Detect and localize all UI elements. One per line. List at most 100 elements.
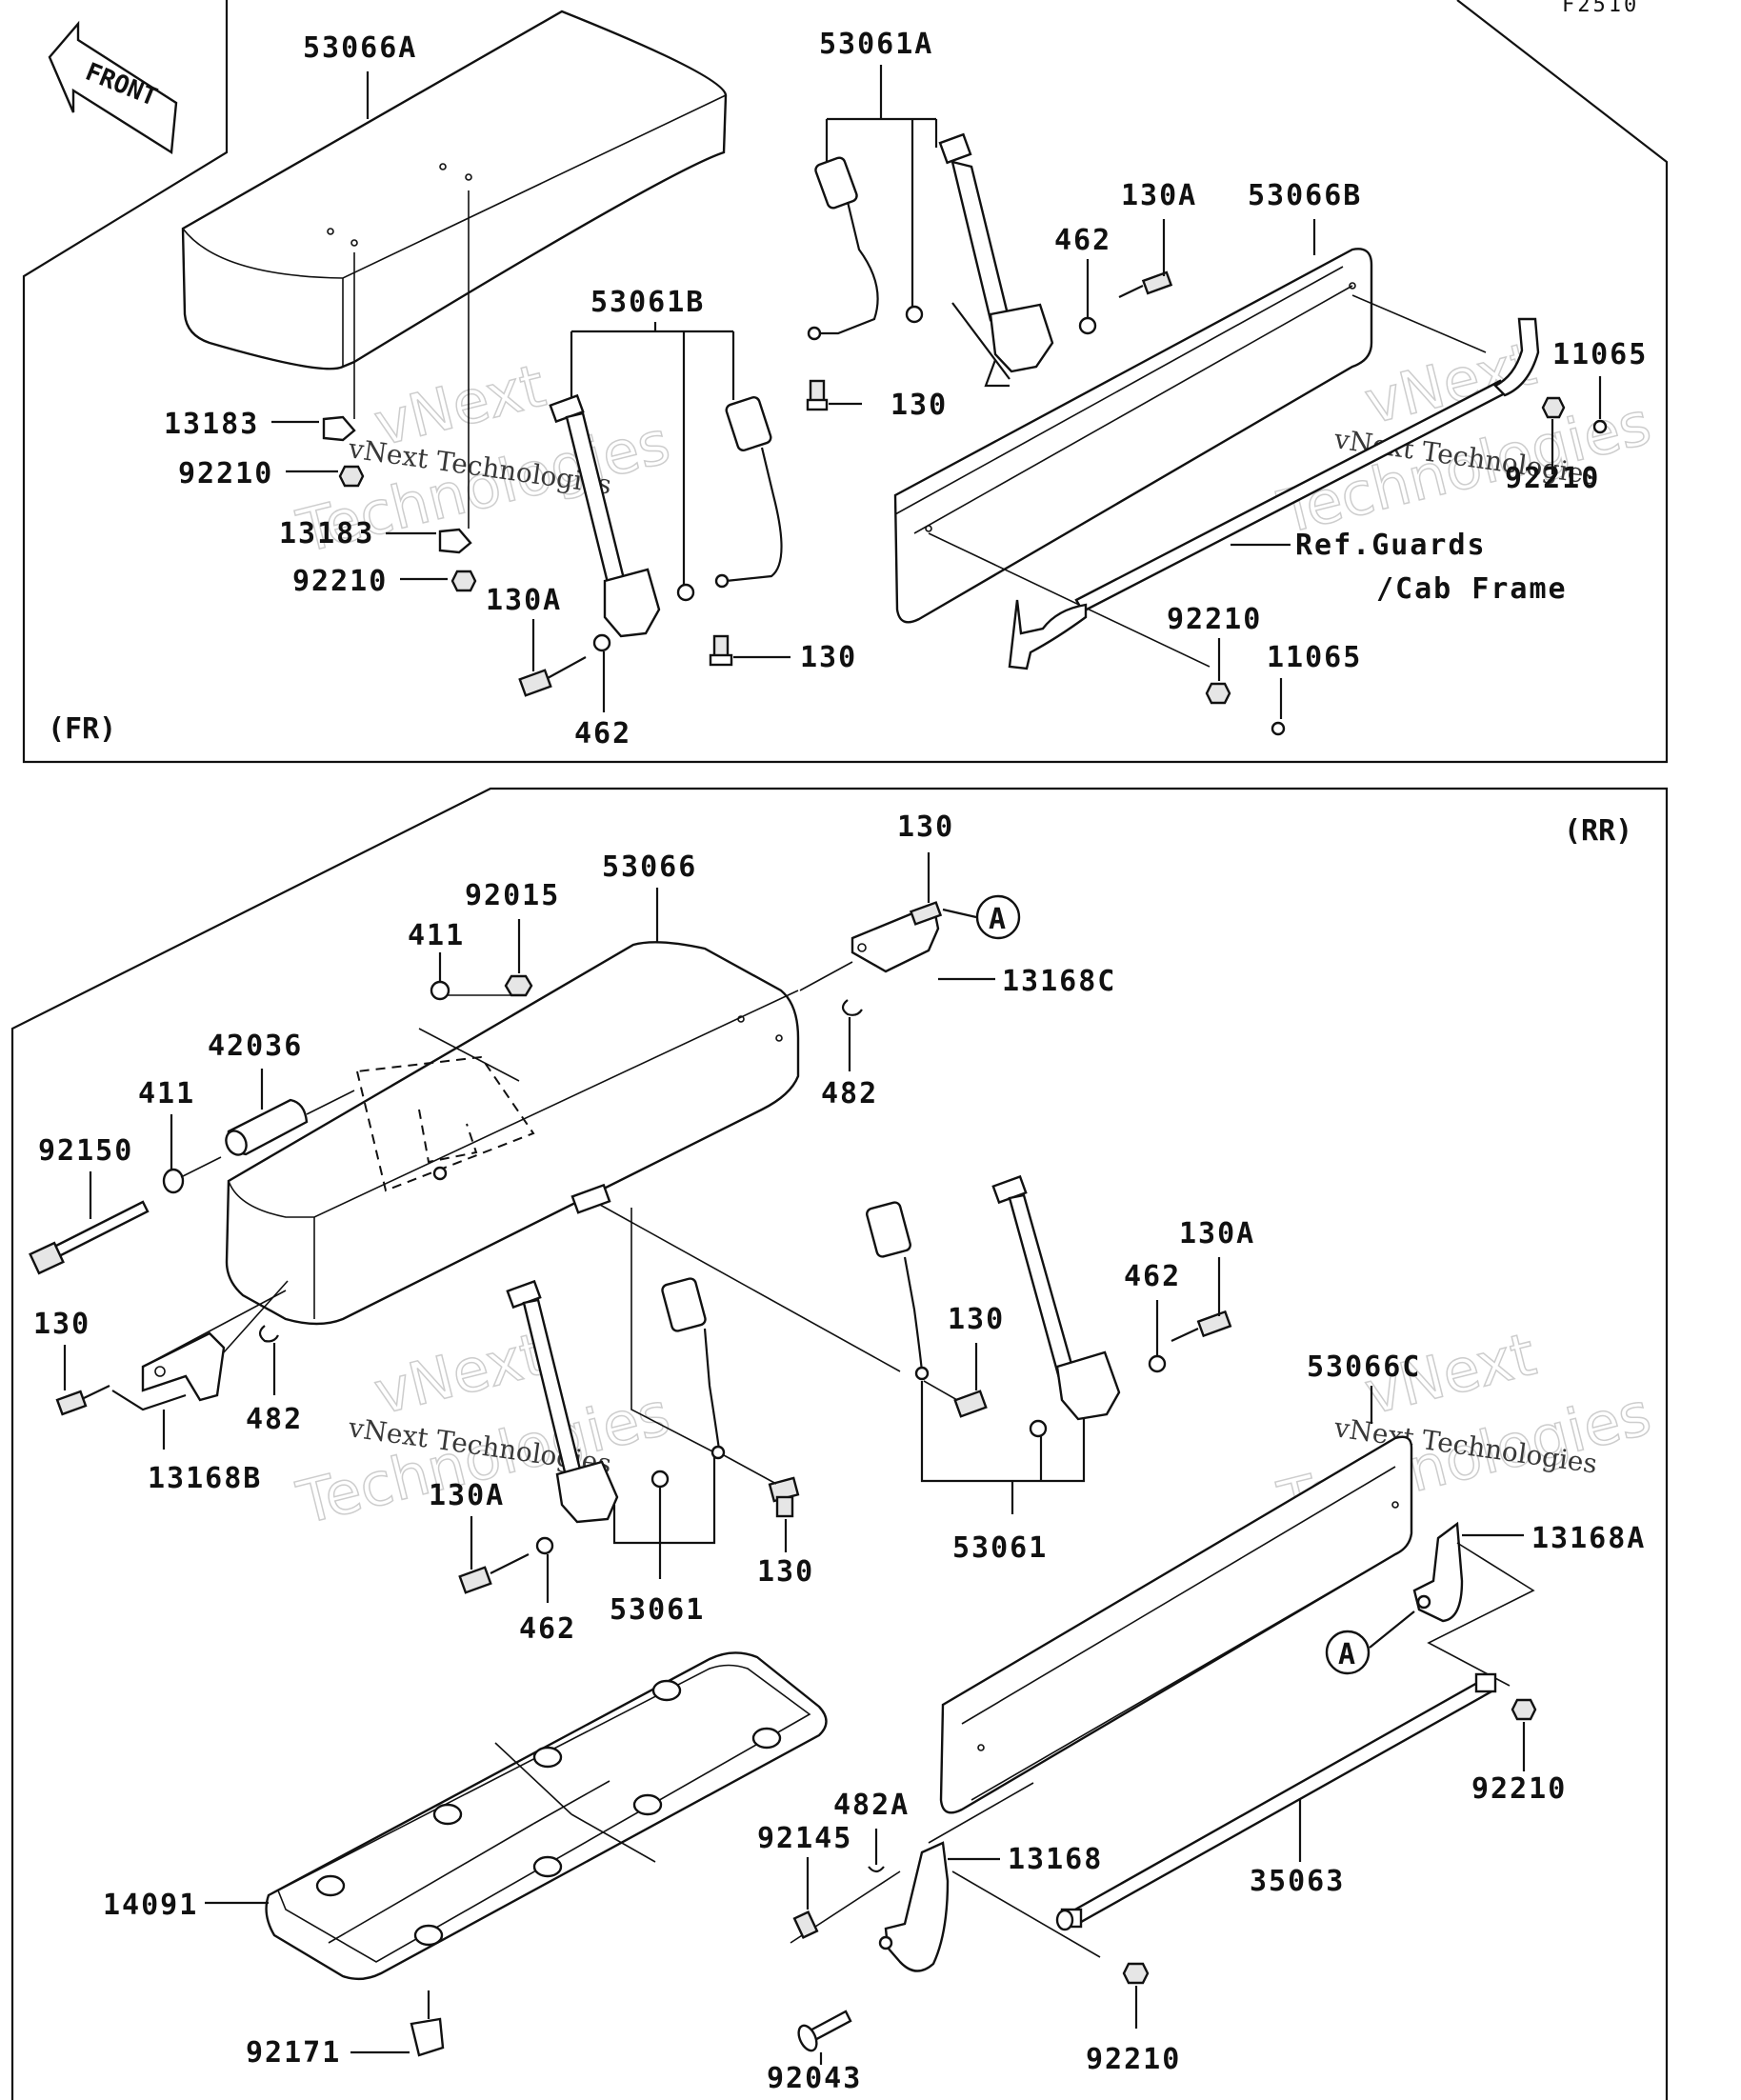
- label-130-rr-a: 130: [897, 810, 954, 844]
- label-14091: 14091: [103, 1889, 198, 1922]
- label-53066: 53066: [602, 850, 697, 884]
- label-92210-fr-b: 92210: [292, 565, 388, 598]
- label-130A-rr-b: 130A: [429, 1479, 505, 1512]
- bolt-130-fr-b: [709, 634, 733, 667]
- label-53061-rr-a: 53061: [610, 1593, 705, 1627]
- guard-rail-ref: [1008, 317, 1540, 670]
- label-462-rr-b: 462: [519, 1612, 576, 1646]
- seat-belt-buckle-53061A: [807, 156, 879, 341]
- label-92210-fr-a: 92210: [178, 457, 273, 490]
- bolt-92150: [29, 1200, 150, 1275]
- rr-section-frame: [10, 787, 1669, 2100]
- label-462-rr-a: 462: [1124, 1260, 1181, 1293]
- nut-92210-fr-c: [1541, 396, 1566, 419]
- label-92210-fr-d: 92210: [1167, 603, 1262, 636]
- clamp-13183-fr-b: [438, 528, 472, 554]
- label-11065-fr-b: 11065: [1267, 641, 1362, 674]
- diagram-code: F2510: [1562, 0, 1639, 17]
- label-130A-rr-a: 130A: [1179, 1217, 1255, 1250]
- floor-mat-14091: [265, 1651, 828, 1981]
- clip-482-rr-b: [258, 1325, 279, 1343]
- nut-92210-fr-a: [338, 465, 365, 488]
- seat-belt-retractor-53061B: [549, 393, 695, 638]
- ref-note-line1: Ref.Guards: [1295, 529, 1487, 562]
- label-92210-rr-a: 92210: [1471, 1772, 1567, 1806]
- label-53061A: 53061A: [819, 28, 933, 61]
- label-92150: 92150: [38, 1134, 133, 1168]
- seat-belt-retractor-53061-rr-b: [991, 1174, 1121, 1421]
- seat-belt-retractor-53061A: [905, 132, 1054, 373]
- label-130-fr-a: 130: [891, 389, 948, 422]
- collar-42036: [225, 1098, 309, 1156]
- washer-462-fr-a: [1078, 316, 1097, 335]
- clip-482A: [868, 1866, 885, 1873]
- nut-92210-rr-b: [1122, 1962, 1150, 1985]
- label-482A: 482A: [833, 1789, 910, 1822]
- label-92015: 92015: [465, 879, 560, 912]
- nut-92015: [504, 974, 533, 997]
- nut-92210-rr-a: [1511, 1698, 1537, 1721]
- label-13168B: 13168B: [148, 1462, 262, 1495]
- callout-a-upper: A: [975, 894, 1021, 940]
- bar-35063: [1055, 1672, 1497, 1931]
- label-53066B: 53066B: [1248, 179, 1362, 212]
- label-13168: 13168: [1008, 1843, 1103, 1876]
- seat-cushion-53066A: [181, 10, 728, 370]
- label-35063: 35063: [1250, 1865, 1345, 1898]
- label-482-rr-b: 482: [246, 1403, 303, 1436]
- seat-belt-buckle-53061-rr-b: [866, 1201, 930, 1381]
- bolt-130A-fr-b: [518, 656, 587, 697]
- screw-92145: [792, 1910, 819, 1939]
- label-92145: 92145: [757, 1822, 852, 1855]
- bracket-13168B: [141, 1331, 226, 1402]
- fr-section: 53066A 53061A 130 462: [48, 10, 1648, 750]
- bolt-130-fr-a: [806, 379, 829, 411]
- label-11065-fr-a: 11065: [1552, 338, 1648, 371]
- label-13168C: 13168C: [1002, 965, 1116, 998]
- nut-92210-fr-b: [450, 570, 477, 592]
- bracket-13168A: [1412, 1521, 1464, 1623]
- seat-belt-buckle-53061-rr-a: [661, 1277, 726, 1460]
- washer-411-rr-a: [430, 980, 450, 1001]
- bolt-130A-rr-a: [1171, 1310, 1232, 1342]
- bolt-130A-rr-b: [458, 1553, 530, 1594]
- bolt-92043: [797, 2010, 852, 2052]
- label-130-rr-b: 130: [33, 1308, 90, 1341]
- seat-back-53066C: [939, 1435, 1413, 1814]
- fr-section-frame: [22, 0, 1669, 764]
- label-130-rr-d: 130: [948, 1303, 1005, 1336]
- clip-482-rr-a: [841, 999, 863, 1016]
- washer-462-fr-b: [592, 633, 611, 652]
- bolt-130-rr-d: [953, 1390, 988, 1418]
- label-92171: 92171: [246, 2036, 341, 2070]
- washer-462-rr-b: [535, 1536, 554, 1555]
- clip-92171: [410, 2017, 445, 2057]
- section-label-fr: (FR): [48, 712, 116, 746]
- label-92210-fr-c: 92210: [1505, 462, 1600, 495]
- seat-cushion-53066: [225, 941, 800, 1326]
- label-462-fr-b: 462: [574, 717, 631, 750]
- nut-92210-fr-d: [1205, 682, 1231, 705]
- seat-back-53066B: [893, 248, 1373, 624]
- clamp-13183-fr-a: [322, 415, 356, 442]
- callout-a-label: A: [1338, 1638, 1356, 1671]
- seat-belt-retractor-53061-rr-a: [506, 1279, 619, 1524]
- label-13183-fr-a: 13183: [164, 408, 259, 441]
- rr-section: (RR) 53066 411 92015 42036: [29, 810, 1646, 2095]
- callout-a-label: A: [989, 903, 1007, 936]
- label-130-fr-b: 130: [800, 641, 857, 674]
- label-130-rr-c: 130: [757, 1555, 814, 1589]
- section-label-rr: (RR): [1564, 814, 1632, 848]
- label-13168A: 13168A: [1531, 1522, 1646, 1555]
- bolt-130A-fr-a: [1118, 270, 1173, 298]
- label-462-fr-a: 462: [1054, 224, 1111, 257]
- label-92210-rr-b: 92210: [1086, 2043, 1181, 2076]
- label-53061-rr-b: 53061: [952, 1531, 1048, 1565]
- washer-462-rr-a: [1148, 1354, 1167, 1373]
- bolt-130-rr-a: [909, 901, 943, 926]
- cap-11065-fr-b: [1271, 721, 1286, 736]
- label-53066A: 53066A: [303, 31, 417, 65]
- label-130A-fr-b: 130A: [486, 584, 562, 617]
- label-13183-fr-b: 13183: [279, 517, 374, 550]
